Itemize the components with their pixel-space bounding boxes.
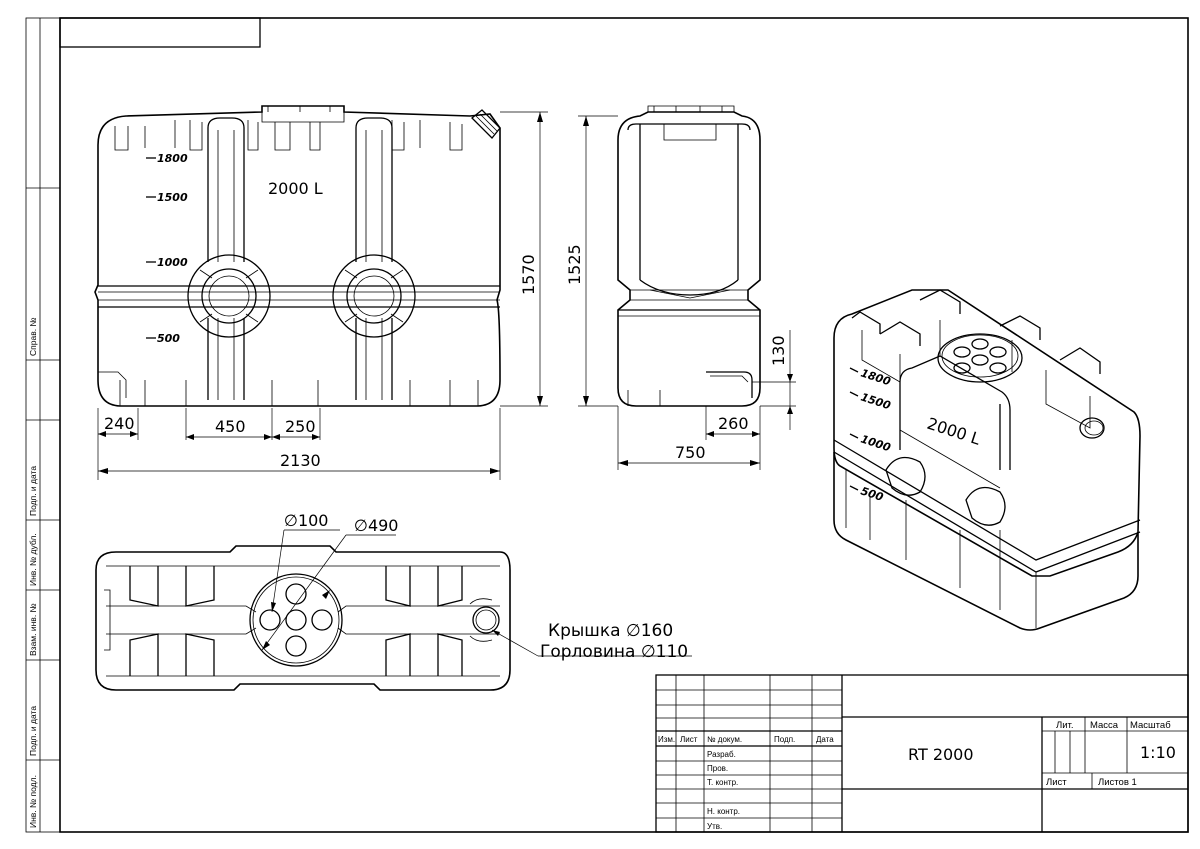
front-view-dimensions: 1570 240 450 250 2130 bbox=[97, 111, 548, 480]
tb-scale-value: 1:10 bbox=[1140, 743, 1176, 762]
tb-sheet: Лист bbox=[1046, 777, 1067, 788]
callout-lid: Крышка ∅160 bbox=[548, 621, 673, 641]
tb-massa: Масса bbox=[1090, 720, 1119, 731]
dim-height-1525: 1525 bbox=[565, 244, 584, 285]
iso-volume-label: 2000 L bbox=[925, 414, 983, 449]
dim-130: 130 bbox=[769, 335, 788, 366]
tb-role-prov: Пров. bbox=[707, 764, 728, 773]
tb-role-utv: Утв. bbox=[707, 822, 722, 831]
side-view-dimensions: 1525 130 260 750 bbox=[565, 115, 796, 470]
sidebar-vzam: Взам. инв. № bbox=[28, 603, 38, 656]
tb-role-razrab: Разраб. bbox=[707, 750, 736, 759]
front-volume-label: 2000 L bbox=[268, 179, 323, 198]
tb-role-tkontr: Т. контр. bbox=[707, 778, 738, 787]
side-view bbox=[617, 105, 761, 407]
level-mark-500: 500 bbox=[157, 332, 180, 345]
callout-neck: Горловина ∅110 bbox=[540, 642, 688, 662]
level-mark-1000: 1000 bbox=[157, 256, 188, 269]
tb-masshtab: Масштаб bbox=[1130, 720, 1171, 731]
iso-level-1000: 1000 bbox=[859, 432, 892, 454]
iso-level-1500: 1500 bbox=[859, 390, 892, 412]
dim-750: 750 bbox=[675, 443, 706, 462]
dim-2130: 2130 bbox=[280, 451, 321, 470]
iso-level-1800: 1800 bbox=[859, 366, 892, 388]
top-view-dimensions: ∅100 ∅490 Крышка ∅160 Горловина ∅110 bbox=[261, 511, 692, 662]
dim-450: 450 bbox=[215, 417, 246, 436]
top-view bbox=[95, 545, 511, 691]
sidebar-podp2: Подп. и дата bbox=[28, 706, 38, 756]
isometric-view: 1800 1500 1000 500 2000 L bbox=[833, 289, 1141, 631]
tb-product-name: RT 2000 bbox=[908, 745, 974, 764]
tb-role-nkontr: Н. контр. bbox=[707, 807, 740, 816]
dim-diam-490: ∅490 bbox=[354, 516, 398, 535]
tb-list: Лист bbox=[680, 735, 698, 744]
iso-level-500: 500 bbox=[859, 484, 885, 504]
front-view: 1800 1500 1000 500 2000 L bbox=[94, 105, 501, 407]
level-mark-1500: 1500 bbox=[157, 191, 188, 204]
dim-height-1570: 1570 bbox=[519, 254, 538, 295]
tb-data: Дата bbox=[816, 735, 834, 744]
tb-doc: № докум. bbox=[707, 735, 742, 744]
dim-240: 240 bbox=[104, 414, 135, 433]
level-mark-1800: 1800 bbox=[157, 152, 188, 165]
dim-260: 260 bbox=[718, 414, 749, 433]
dim-diam-100: ∅100 bbox=[284, 511, 328, 530]
tb-lit: Лит. bbox=[1056, 720, 1073, 731]
dim-250: 250 bbox=[285, 417, 316, 436]
tb-sheets-total: Листов 1 bbox=[1098, 777, 1137, 788]
sidebar-inv-dubl: Инв. № дубл. bbox=[28, 533, 38, 586]
tb-izm: Изм. bbox=[658, 735, 675, 744]
left-sidebar-stamp: Справ. № Подп. и дата Инв. № дубл. Взам.… bbox=[25, 17, 61, 833]
title-block: Изм. Лист № докум. Подп. Дата Разраб. Пр… bbox=[655, 674, 1189, 833]
sidebar-sprav: Справ. № bbox=[28, 317, 38, 356]
tb-podp: Подп. bbox=[774, 735, 795, 744]
sidebar-inv-podl: Инв. № подл. bbox=[28, 775, 38, 828]
sidebar-podp1: Подп. и дата bbox=[28, 466, 38, 516]
